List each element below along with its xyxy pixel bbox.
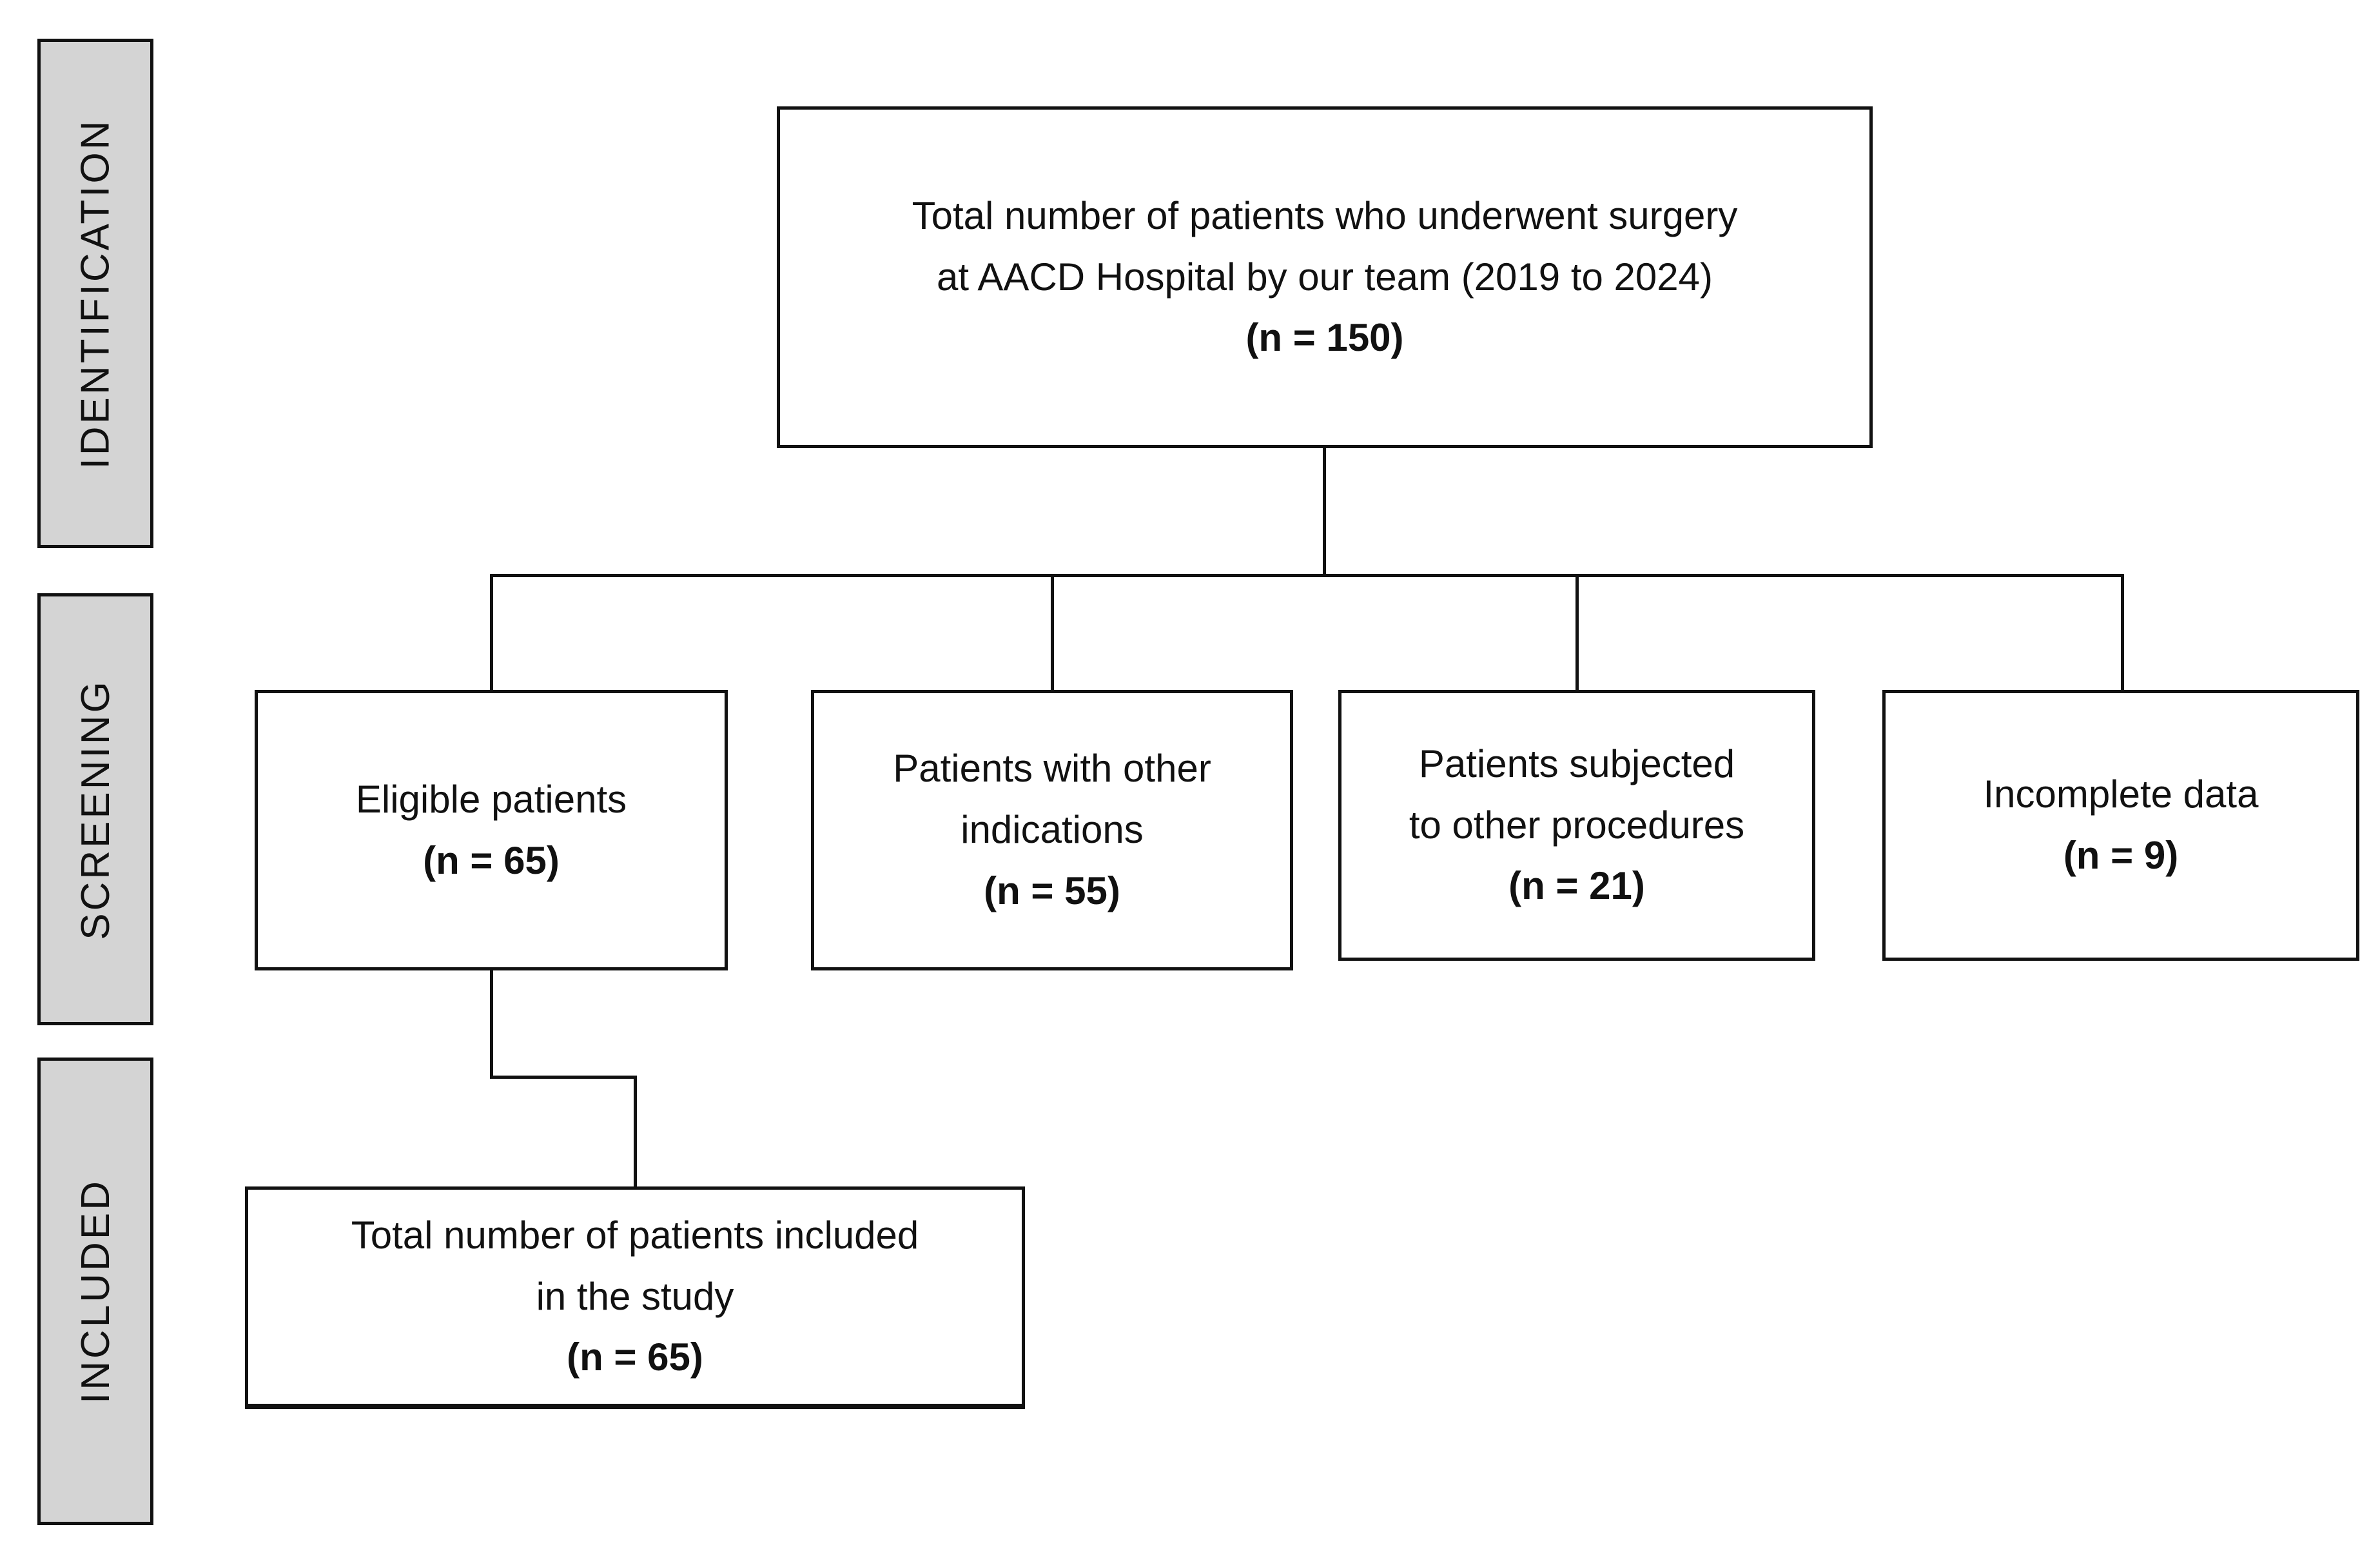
box-other-indications-line2: indications <box>961 808 1144 852</box>
box-included-patients-line1: Total number of patients included <box>351 1213 919 1257</box>
box-total-patients-count: (n = 150) <box>1245 316 1404 360</box>
box-total-patients-line2: at AACD Hospital by our team (2019 to 20… <box>937 255 1713 299</box>
connector-step-to-included <box>634 1076 637 1186</box>
stage-label-identification-text: IDENTIFICATION <box>73 118 118 469</box>
connector-eligible-down <box>490 970 493 1079</box>
connector-drop-incomplete-data <box>2121 574 2124 690</box>
box-incomplete-data-line1: Incomplete data <box>1983 772 2259 816</box>
box-total-patients-line1: Total number of patients who underwent s… <box>912 193 1738 237</box>
connector-distributor-horizontal <box>490 574 2124 577</box>
box-other-procedures: Patients subjected to other procedures (… <box>1338 690 1815 961</box>
stage-label-identification: IDENTIFICATION <box>37 39 153 548</box>
box-other-procedures-line1: Patients subjected <box>1418 742 1735 785</box>
box-other-procedures-line2: to other procedures <box>1409 803 1745 847</box>
box-other-indications-count: (n = 55) <box>984 869 1120 912</box>
box-other-procedures-count: (n = 21) <box>1508 864 1645 908</box>
connector-drop-eligible <box>490 574 493 690</box>
connector-total-to-distributor <box>1323 448 1326 577</box>
stage-label-screening: SCREENING <box>37 593 153 1025</box>
box-incomplete-data-count: (n = 9) <box>2063 834 2179 877</box>
box-other-indications: Patients with other indications (n = 55) <box>811 690 1293 970</box>
connector-eligible-step-horizontal <box>490 1076 637 1079</box>
box-eligible-patients-count: (n = 65) <box>423 838 560 882</box>
stage-label-screening-text: SCREENING <box>73 678 118 940</box>
box-eligible-patients-line1: Eligible patients <box>355 777 627 821</box>
stage-label-included: INCLUDED <box>37 1058 153 1525</box>
box-included-patients-count: (n = 65) <box>567 1335 703 1379</box>
box-incomplete-data: Incomplete data (n = 9) <box>1882 690 2359 961</box>
box-included-patients-line2: in the study <box>536 1274 734 1318</box>
box-eligible-patients: Eligible patients (n = 65) <box>255 690 728 970</box>
stage-label-included-text: INCLUDED <box>73 1179 118 1404</box>
box-included-patients: Total number of patients included in the… <box>245 1186 1025 1409</box>
box-other-indications-line1: Patients with other <box>893 747 1211 791</box>
connector-drop-other-indications <box>1051 574 1054 690</box>
connector-drop-other-procedures <box>1575 574 1579 690</box>
box-total-patients: Total number of patients who underwent s… <box>777 106 1873 448</box>
